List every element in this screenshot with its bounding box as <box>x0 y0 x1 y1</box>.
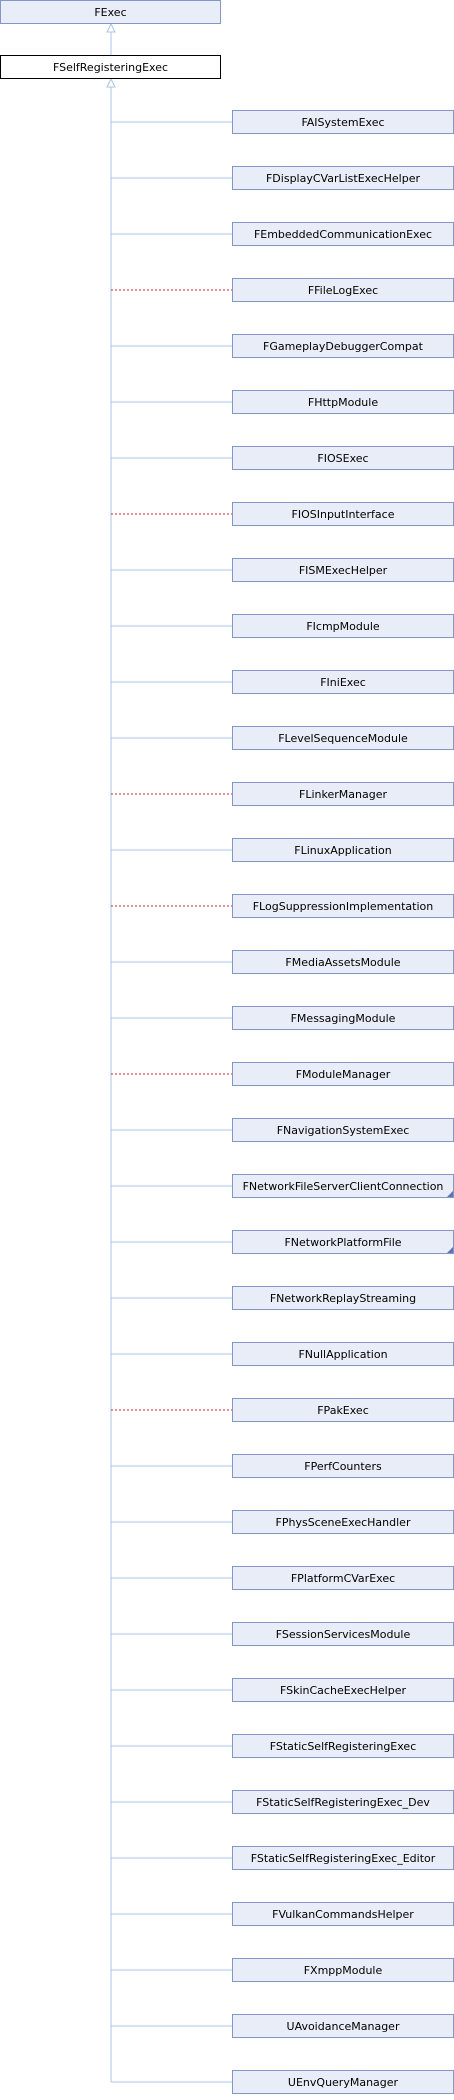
class-node-fstaticselfregisteringexec-editor[interactable]: FStaticSelfRegisteringExec_Editor <box>232 1846 454 1870</box>
class-node-ficmpmodule[interactable]: FIcmpModule <box>232 614 454 638</box>
truncated-marker-icon <box>447 1247 453 1253</box>
class-node-fpakexec[interactable]: FPakExec <box>232 1398 454 1422</box>
class-node-fgameplaydebuggercompat[interactable]: FGameplayDebuggerCompat <box>232 334 454 358</box>
class-node-flevelsequencemodule[interactable]: FLevelSequenceModule <box>232 726 454 750</box>
class-node-ffilelogexec[interactable]: FFileLogExec <box>232 278 454 302</box>
class-node-fdisplaycvarlistexechelper[interactable]: FDisplayCVarListExecHelper <box>232 166 454 190</box>
class-node-fismexechelper[interactable]: FISMExecHelper <box>232 558 454 582</box>
class-node-fiosexec[interactable]: FIOSExec <box>232 446 454 470</box>
class-node-fnetworkplatformfile[interactable]: FNetworkPlatformFile <box>232 1230 454 1254</box>
class-node-uavoidancemanager[interactable]: UAvoidanceManager <box>232 2014 454 2038</box>
class-node-fnullapplication[interactable]: FNullApplication <box>232 1342 454 1366</box>
class-node-fxmppmodule[interactable]: FXmppModule <box>232 1958 454 1982</box>
truncated-marker-icon <box>447 1191 453 1197</box>
class-node-uenvquerymanager[interactable]: UEnvQueryManager <box>232 2070 454 2094</box>
class-node-fskincacheexechelper[interactable]: FSkinCacheExecHelper <box>232 1678 454 1702</box>
class-node-fexec[interactable]: FExec <box>0 0 221 24</box>
class-node-fsessionservicesmodule[interactable]: FSessionServicesModule <box>232 1622 454 1646</box>
class-node-fvulkancommandshelper[interactable]: FVulkanCommandsHelper <box>232 1902 454 1926</box>
class-node-faisystemexec[interactable]: FAISystemExec <box>232 110 454 134</box>
inheritance-arrow-parent <box>106 77 116 88</box>
class-node-finiexec[interactable]: FIniExec <box>232 670 454 694</box>
class-node-flinkermanager[interactable]: FLinkerManager <box>232 782 454 806</box>
class-node-fplatformcvarexec[interactable]: FPlatformCVarExec <box>232 1566 454 1590</box>
class-node-fmessagingmodule[interactable]: FMessagingModule <box>232 1006 454 1030</box>
class-node-fstaticselfregisteringexec-dev[interactable]: FStaticSelfRegisteringExec_Dev <box>232 1790 454 1814</box>
class-node-flinuxapplication[interactable]: FLinuxApplication <box>232 838 454 862</box>
class-node-fhttpmodule[interactable]: FHttpModule <box>232 390 454 414</box>
class-node-fphyssceneexechandler[interactable]: FPhysSceneExecHandler <box>232 1510 454 1534</box>
class-node-fiosinputinterface[interactable]: FIOSInputInterface <box>232 502 454 526</box>
class-node-fmodulemanager[interactable]: FModuleManager <box>232 1062 454 1086</box>
class-node-flogsuppressionimplementation[interactable]: FLogSuppressionImplementation <box>232 894 454 918</box>
class-node-fnetworkreplaystreaming[interactable]: FNetworkReplayStreaming <box>232 1286 454 1310</box>
class-node-fselfregisteringexec: FSelfRegisteringExec <box>0 55 221 79</box>
inheritance-arrow-root <box>106 22 116 33</box>
class-node-fmediaassetsmodule[interactable]: FMediaAssetsModule <box>232 950 454 974</box>
class-node-fembeddedcommunicationexec[interactable]: FEmbeddedCommunicationExec <box>232 222 454 246</box>
class-node-fnavigationsystemexec[interactable]: FNavigationSystemExec <box>232 1118 454 1142</box>
class-node-fstaticselfregisteringexec[interactable]: FStaticSelfRegisteringExec <box>232 1734 454 1758</box>
class-node-fperfcounters[interactable]: FPerfCounters <box>232 1454 454 1478</box>
class-node-fnetworkfileserverclientconnection[interactable]: FNetworkFileServerClientConnection <box>232 1174 454 1198</box>
